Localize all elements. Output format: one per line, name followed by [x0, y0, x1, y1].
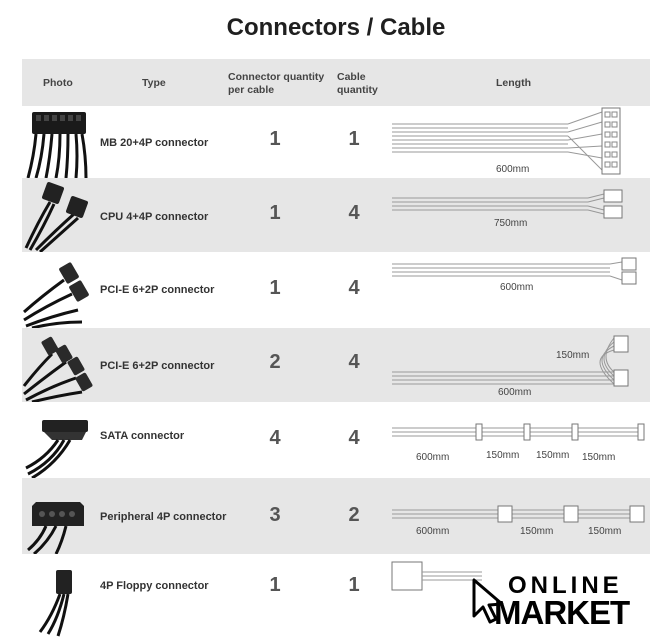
length-label: 600mm	[498, 387, 531, 398]
connector-type: CPU 4+4P connector	[100, 211, 209, 223]
connector-quantity: 1	[269, 574, 281, 596]
connector-type: 4P Floppy connector	[100, 580, 209, 592]
length-label: 600mm	[416, 452, 449, 463]
connector-quantity: 1	[269, 277, 281, 299]
length-label: 150mm	[556, 350, 589, 361]
length-label: 150mm	[520, 526, 553, 537]
table-row: PCI-E 6+2P connector 1 4 600mm	[22, 252, 650, 328]
table-row: 4P Floppy connector 1 1	[22, 554, 650, 640]
connector-photo-icon	[23, 262, 89, 328]
header-length: Length	[496, 77, 531, 89]
connector-type: MB 20+4P connector	[100, 137, 209, 149]
table-row: PCI-E 6+2P connector 2 4 150mm 600mm	[22, 328, 650, 402]
connector-photo-icon	[25, 420, 88, 478]
table-row: CPU 4+4P connector 1 4 750mm	[22, 178, 650, 252]
connector-photo-icon	[27, 502, 84, 554]
connector-quantity: 2	[269, 351, 281, 373]
length-label: 150mm	[486, 450, 519, 461]
connector-type: Peripheral 4P connector	[100, 511, 227, 523]
watermark-line-2: MARKET	[494, 594, 630, 631]
connector-photo-icon	[24, 182, 88, 252]
connector-type: SATA connector	[100, 430, 185, 442]
table-row: SATA connector 4 4 600mm 150mm 150mm 150…	[22, 402, 650, 478]
cable-quantity: 4	[348, 277, 360, 299]
connector-quantity: 1	[269, 128, 281, 150]
cable-diagram-icon: 600mm	[392, 107, 621, 175]
connector-quantity: 1	[269, 202, 281, 224]
connector-photo-icon	[38, 570, 72, 637]
cable-diagram-icon: 600mm	[392, 257, 637, 293]
cable-quantity: 1	[348, 574, 360, 596]
length-label: 150mm	[582, 452, 615, 463]
cursor-arrow-icon	[472, 578, 504, 624]
connector-type: PCI-E 6+2P connector	[100, 284, 215, 296]
cable-diagram-icon: 150mm 600mm	[392, 335, 629, 398]
cable-diagram-icon: 600mm 150mm 150mm 150mm	[392, 423, 645, 463]
cable-quantity: 1	[348, 128, 360, 150]
length-label: 600mm	[416, 526, 449, 537]
cable-diagram-icon: 750mm	[392, 189, 623, 229]
page-title: Connectors / Cable	[226, 14, 446, 41]
length-label: 600mm	[500, 282, 533, 293]
length-label: 600mm	[496, 164, 529, 175]
length-label: 150mm	[588, 526, 621, 537]
header-type: Type	[142, 77, 166, 89]
cable-quantity: 2	[348, 504, 360, 526]
header-cable-qty: Cable quantity	[337, 71, 378, 96]
connector-photo-icon	[26, 112, 88, 178]
table-row: MB 20+4P connector 1 1 600mm	[22, 106, 650, 178]
header-photo: Photo	[43, 77, 73, 89]
connector-quantity: 4	[269, 427, 281, 449]
length-label: 750mm	[494, 218, 527, 229]
header-connector-qty: Connector quantity per cable	[228, 71, 325, 96]
cable-quantity: 4	[348, 427, 360, 449]
online-market-watermark: ONLINE MARKET	[472, 572, 630, 634]
cable-diagram-icon: 600mm 150mm 150mm	[392, 505, 645, 537]
connector-photo-icon	[22, 336, 93, 402]
watermark-line-1: ONLINE	[508, 572, 623, 599]
table-row: Peripheral 4P connector 3 2 600mm 150mm …	[22, 478, 650, 554]
connector-quantity: 3	[269, 504, 281, 526]
length-label: 150mm	[536, 450, 569, 461]
cable-quantity: 4	[348, 202, 360, 224]
connector-type: PCI-E 6+2P connector	[100, 360, 215, 372]
cable-quantity: 4	[348, 351, 360, 373]
table-header: Photo Type Connector quantity per cable …	[22, 59, 650, 106]
cable-diagram-icon	[391, 561, 482, 591]
